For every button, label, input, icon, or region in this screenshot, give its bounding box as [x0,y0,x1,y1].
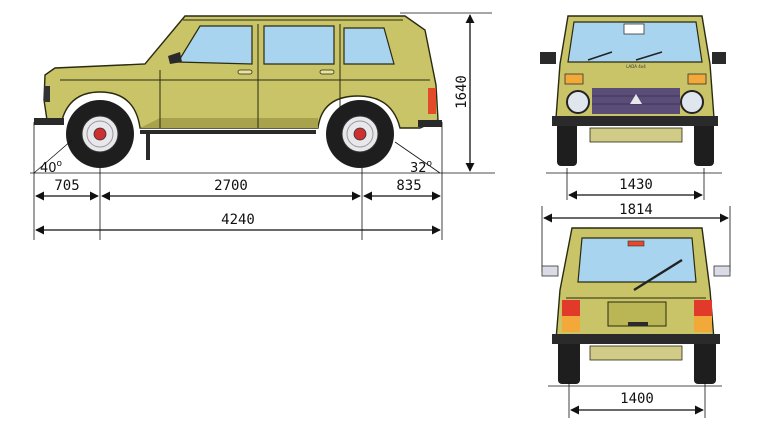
front-view-dimensions: 1430 [546,168,722,200]
front-left-indicator [564,73,584,85]
overall-length-label: 4240 [221,212,255,228]
rear-left-mirror-icon [541,265,559,277]
height-label: 1640 [454,75,470,109]
windshield [567,21,703,63]
front-door-handle [237,69,253,75]
grille-emblem [630,94,642,104]
side-view-dimensions: 40o 32o 705 2700 835 4240 1640 [30,12,495,240]
front-left-mirror-icon [540,52,556,64]
side-sill [140,130,316,134]
front-right-headlight [680,90,704,114]
rear-left-taillight [562,300,580,332]
front-mudflap [146,134,150,160]
front-view-bumper [552,116,718,126]
rear-width-dimension: 1814 [541,202,731,272]
rear-right-mirror-icon [713,265,731,277]
approach-angle-line [33,139,73,174]
rear-left-tire [558,338,580,384]
approach-angle-label: 40o [40,159,63,176]
rear-brake-light [627,240,645,247]
front-bumper [34,118,64,125]
rear-overhang-label: 835 [396,178,421,194]
tailgate-handle [628,322,648,326]
rear-track-dimension: 1400 [548,382,722,418]
side-lower-shading [140,118,318,128]
front-track-label: 1430 [619,177,653,193]
rear-side-window [263,25,335,65]
departure-angle-label: 32o [410,159,433,176]
rear-view-bumper [552,334,720,344]
front-left-tire [557,120,577,166]
rear-right-tire [694,338,716,384]
front-view-car: LADA 4x4 [540,15,726,166]
side-view-car [34,15,442,168]
width-label: 1814 [619,202,653,218]
rear-track-label: 1400 [620,391,654,407]
rear-view-car [541,227,731,384]
front-wiper-left [587,51,613,61]
front-side-window [176,25,253,65]
front-right-tire [694,120,714,166]
front-underbody [589,127,683,143]
rear-right-taillight [694,300,712,332]
front-wiper-right [635,51,663,61]
rear-view-mirror [623,23,645,35]
wheelbase-label: 2700 [214,178,248,194]
rear-wheel [326,100,394,168]
rear-bumper [418,120,442,127]
departure-angle-line [394,141,441,174]
front-overhang-label: 705 [54,178,79,194]
front-left-headlight [566,90,590,114]
side-mirror-icon [168,52,182,64]
quarter-window [343,27,395,65]
rear-wiper [633,258,683,292]
front-headlight [44,86,50,102]
hood-badge: LADA 4x4 [626,64,646,69]
front-right-indicator [687,73,707,85]
rear-underbody [589,345,683,361]
front-right-mirror-icon [712,52,726,64]
rear-door-handle [319,69,335,75]
front-wheel [66,100,134,168]
rear-light [428,88,436,114]
